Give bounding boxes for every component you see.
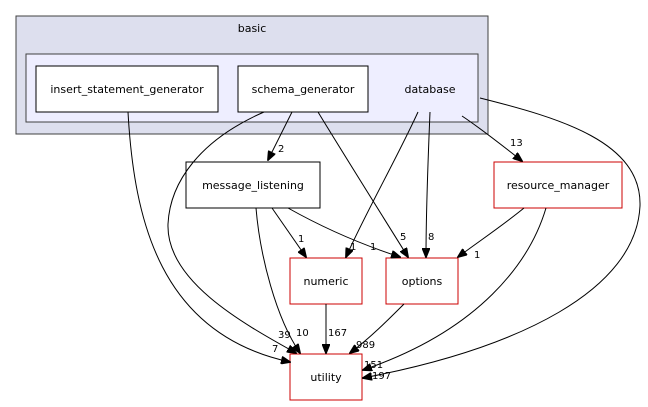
edge-label-database-to-numeric: 1: [350, 242, 356, 253]
node-message-listening-label: message_listening: [202, 179, 304, 192]
edge-label-numeric-to-utility: 167: [328, 328, 347, 339]
node-options-label: options: [402, 275, 443, 288]
node-resource-manager-label: resource_manager: [507, 179, 610, 192]
node-schema-generator-label: schema_generator: [252, 83, 355, 96]
node-message-listening[interactable]: message_listening: [185, 161, 321, 209]
edge-message-to-numeric: [271, 207, 306, 257]
node-options[interactable]: options: [385, 257, 459, 305]
edge-label-database-to-resource: 13: [510, 138, 523, 149]
edge-label-message-to-numeric: 1: [298, 234, 304, 245]
edge-database-to-resource: [461, 115, 522, 161]
edge-label-message-to-utility: 10: [296, 328, 309, 339]
edge-insert-to-utility: [127, 111, 290, 362]
edge-schema-to-options: [317, 111, 408, 257]
node-numeric[interactable]: numeric: [289, 257, 363, 305]
node-numeric-label: numeric: [303, 275, 348, 288]
edge-message-to-utility: [255, 207, 300, 353]
edge-label-resource-to-utility: 151: [364, 360, 383, 371]
edge-label-resource-to-options: 1: [474, 250, 480, 261]
edge-schema-to-message: [268, 111, 293, 160]
edge-label-schema-to-options: 5: [400, 232, 406, 243]
node-insert-statement-generator-label: insert_statement_generator: [50, 83, 204, 96]
edge-label-database-to-options: 8: [428, 232, 434, 243]
node-resource-manager[interactable]: resource_manager: [493, 161, 623, 209]
node-database-label: database: [405, 83, 456, 96]
edge-resource-to-utility: [363, 207, 547, 370]
node-schema-generator[interactable]: schema_generator: [237, 65, 369, 113]
edge-label-message-to-options: 1: [370, 242, 376, 253]
edge-resource-to-options: [458, 207, 525, 257]
edge-message-to-options: [287, 207, 400, 257]
node-utility-label: utility: [310, 371, 342, 384]
edge-schema-to-utility: [167, 111, 296, 353]
edge-label-schema-to-utility: 39: [278, 330, 291, 341]
edge-label-schema-to-message: 2: [278, 144, 284, 155]
edge-options-to-utility: [350, 303, 405, 353]
edge-database-to-numeric: [346, 111, 419, 257]
node-utility[interactable]: utility: [289, 353, 363, 401]
edge-label-database-to-utility: 197: [372, 371, 391, 382]
node-insert-statement-generator[interactable]: insert_statement_generator: [35, 65, 219, 113]
edge-label-insert-to-utility: 7: [272, 344, 278, 355]
edge-database-to-utility: [363, 97, 641, 378]
edge-label-options-to-utility: 989: [356, 340, 375, 351]
edge-database-to-options: [426, 111, 431, 257]
cluster-basic-label: basic: [238, 22, 267, 35]
